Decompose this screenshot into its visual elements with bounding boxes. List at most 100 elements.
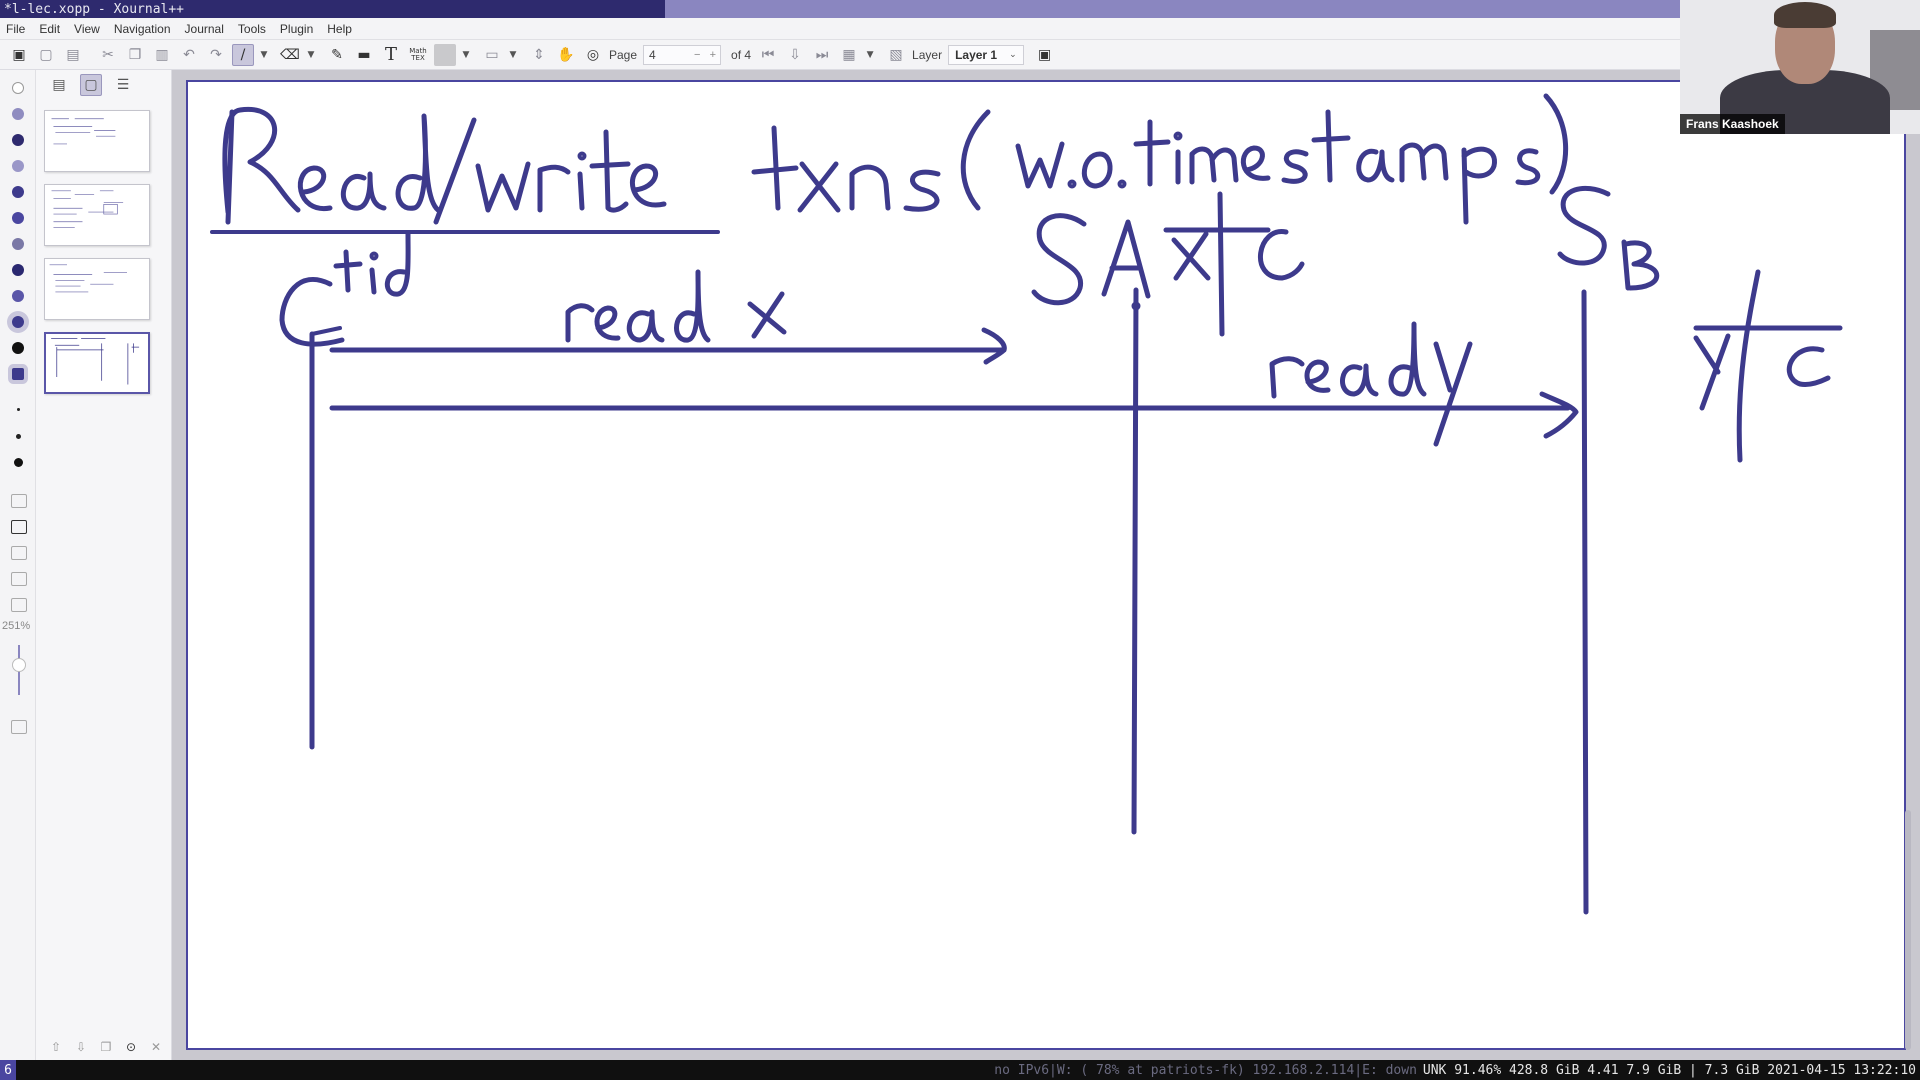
zoom-in-icon[interactable]: [11, 546, 27, 560]
width-medium-icon[interactable]: [16, 434, 21, 439]
page-number-value: 4: [649, 47, 656, 62]
copy-page-icon[interactable]: ❐: [100, 1040, 112, 1054]
titlebar-fill: [665, 0, 1920, 18]
page-label: Page: [609, 47, 638, 62]
menu-edit[interactable]: Edit: [39, 21, 61, 36]
page-thumbnail-1[interactable]: [44, 110, 150, 172]
layer-value: Layer 1: [955, 47, 998, 62]
menu-file[interactable]: File: [6, 21, 26, 36]
pen-options-dropdown[interactable]: ▼: [260, 49, 268, 60]
selection-rect-icon[interactable]: ▭: [485, 46, 499, 63]
network-status: no IPv6|W: ( 78% at patriots-fk) 192.168…: [994, 1062, 1417, 1078]
webcam-person-hair: [1774, 2, 1836, 28]
tab-page-preview[interactable]: ▢: [80, 74, 102, 96]
menu-navigation[interactable]: Navigation: [113, 21, 171, 36]
workspace-indicator[interactable]: 6: [0, 1060, 16, 1080]
redo-icon[interactable]: ↷: [210, 46, 222, 63]
tab-outline[interactable]: ▤: [52, 77, 66, 93]
color-navy-icon[interactable]: [12, 134, 24, 146]
presentation-icon[interactable]: [11, 520, 27, 534]
menu-view[interactable]: View: [74, 21, 100, 36]
menubar: File Edit View Navigation Journal Tools …: [0, 18, 1920, 40]
color-white-icon[interactable]: [12, 82, 24, 94]
page-count: of 4: [731, 47, 752, 62]
page-stepper-icon[interactable]: − +: [694, 48, 717, 61]
pen-tool-icon[interactable]: /: [232, 43, 254, 66]
zoom-fit-icon[interactable]: [11, 494, 27, 508]
webcam-video: Frans Kaashoek: [1680, 0, 1920, 134]
cut-icon[interactable]: ✂: [102, 46, 114, 63]
fullscreen-icon[interactable]: ▣: [1038, 46, 1052, 63]
window-title: *l-lec.xopp - Xournal++: [4, 1, 185, 17]
insert-page-dropdown[interactable]: ▼: [866, 49, 874, 60]
system-status: UNK 91.46% 428.8 GiB 4.41 7.9 GiB | 7.3 …: [1422, 1062, 1916, 1078]
width-thick-icon[interactable]: [14, 458, 23, 467]
eraser-options-dropdown[interactable]: ▼: [307, 49, 315, 60]
move-page-down-icon[interactable]: ⇩: [75, 1040, 87, 1054]
color-slate-icon[interactable]: [12, 238, 24, 250]
zoom-100-icon[interactable]: [11, 598, 27, 612]
color-blue-icon[interactable]: [12, 212, 24, 224]
eraser-icon[interactable]: ⌫: [280, 46, 300, 63]
save-icon[interactable]: ▣: [12, 46, 26, 63]
color-dark-indigo-icon[interactable]: [12, 264, 24, 276]
copy-icon[interactable]: ❐: [128, 46, 142, 63]
color-lavender-icon[interactable]: [12, 108, 24, 120]
color-selected-icon[interactable]: [12, 316, 24, 328]
menu-tools[interactable]: Tools: [237, 21, 266, 36]
zoom-out-icon[interactable]: [11, 572, 27, 586]
page-thumbnail-2[interactable]: [44, 184, 150, 246]
tab-layers[interactable]: ☰: [116, 77, 130, 93]
width-fine-icon[interactable]: [17, 408, 20, 411]
image-icon[interactable]: ▬: [357, 46, 371, 63]
menu-help[interactable]: Help: [327, 21, 352, 36]
color-dropdown[interactable]: ▼: [462, 49, 470, 60]
text-tool-icon[interactable]: T: [384, 44, 397, 65]
settings-icon[interactable]: [11, 720, 27, 734]
next-page-icon[interactable]: ⇩: [789, 46, 801, 63]
vertical-space-icon[interactable]: ⇕: [533, 46, 545, 63]
zoom-slider-handle[interactable]: [12, 658, 26, 672]
open-file-icon[interactable]: ▤: [66, 46, 80, 63]
highlighter-icon[interactable]: ✎: [331, 46, 343, 63]
chevron-down-icon: ⌄: [1009, 49, 1017, 59]
hand-tool-icon[interactable]: ✋: [557, 46, 575, 63]
first-page-icon[interactable]: ⏮: [761, 46, 775, 63]
color-indigo-icon[interactable]: [12, 186, 24, 198]
audio-record-icon[interactable]: ◎: [586, 46, 600, 63]
drawing-page[interactable]: [186, 80, 1906, 1050]
undo-icon[interactable]: ↶: [183, 46, 195, 63]
fill-swatch-icon[interactable]: [12, 368, 24, 380]
paste-icon[interactable]: ▥: [155, 46, 169, 63]
pen-width-column: 251%: [0, 70, 36, 1060]
selection-dropdown[interactable]: ▼: [509, 49, 517, 60]
color-violet-icon[interactable]: [12, 290, 24, 302]
toolbar: ▣ ▢ ▤ ✂ ❐ ▥ ↶ ↷ / ▼ ⌫ ▼ ✎ ▬ T Math TEX ▼…: [0, 40, 1920, 70]
window-titlebar: *l-lec.xopp - Xournal++: [0, 0, 1920, 18]
vertical-scrollbar[interactable]: [1905, 810, 1911, 1050]
delete-page-icon[interactable]: ▧: [889, 46, 903, 63]
server-b-ink: [1557, 185, 1843, 915]
page-sidebar: ▤ ▢ ☰ ⇧ ⇩ ❐ ⊙ ✕: [36, 70, 172, 1060]
math-tex-icon[interactable]: Math TEX: [409, 46, 427, 62]
menu-journal[interactable]: Journal: [184, 21, 224, 36]
menu-plugin[interactable]: Plugin: [279, 21, 314, 36]
page-options-icon[interactable]: ⊙: [125, 1040, 137, 1054]
move-page-up-icon[interactable]: ⇧: [50, 1040, 62, 1054]
server-a-ink: [1031, 191, 1473, 835]
close-sidebar-icon[interactable]: ✕: [150, 1040, 162, 1054]
title-ink: [210, 93, 1569, 234]
last-page-icon[interactable]: ⏭: [815, 46, 829, 63]
sidebar-footer: ⇧ ⇩ ❐ ⊙ ✕: [36, 1034, 172, 1060]
new-file-icon[interactable]: ▢: [39, 46, 53, 63]
system-statusbar: 6 no IPv6|W: ( 78% at patriots-fk) 192.1…: [0, 1060, 1920, 1080]
layer-select[interactable]: Layer 1 ⌄: [948, 44, 1024, 65]
page-number-input[interactable]: 4 − +: [643, 44, 722, 65]
color-black-icon[interactable]: [12, 342, 24, 354]
color-lightblue-icon[interactable]: [12, 160, 24, 172]
color-swatch-icon[interactable]: [434, 43, 456, 66]
insert-page-icon[interactable]: ▦: [842, 46, 856, 63]
page-thumbnail-4[interactable]: [44, 332, 150, 394]
zoom-percent: 251%: [2, 620, 31, 632]
page-thumbnail-3[interactable]: [44, 258, 150, 320]
